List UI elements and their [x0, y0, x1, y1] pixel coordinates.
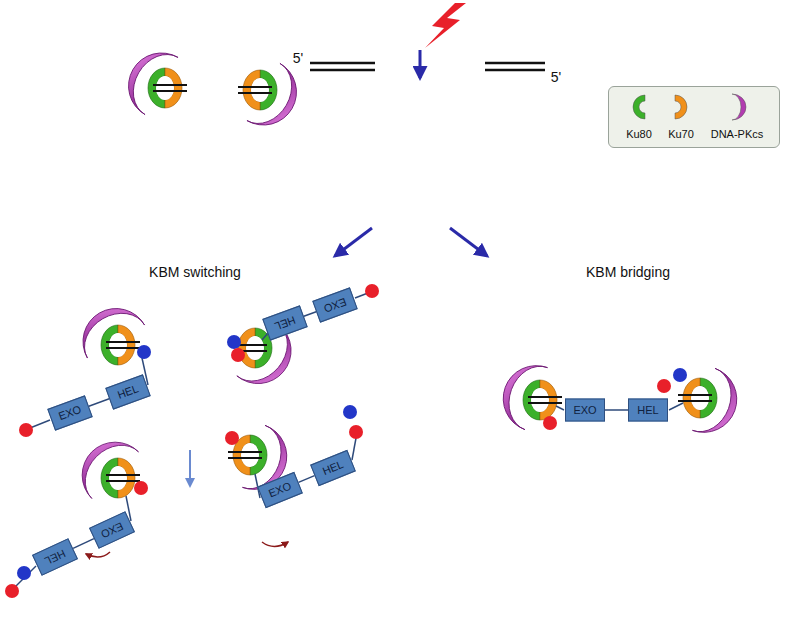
- ku-hole: [109, 333, 127, 357]
- rotation-arrow: [86, 552, 110, 557]
- flow-arrow: [450, 228, 487, 256]
- linker-line: [605, 409, 628, 411]
- domain-box: HEL: [310, 450, 356, 486]
- legend-swatch-shape: [666, 92, 696, 122]
- domain-label: HEL: [114, 381, 143, 402]
- dna-strand: [238, 92, 272, 94]
- linker-line: [89, 399, 109, 406]
- domain-box: EXO: [565, 399, 605, 422]
- ku-dnapk-complex: [71, 296, 145, 365]
- ku-dnapk-complex: [69, 429, 140, 499]
- domain-label: HEL: [271, 312, 300, 333]
- domain-box: HEL: [628, 399, 668, 422]
- flow-arrow: [189, 450, 191, 486]
- dna-strand: [153, 84, 187, 86]
- dna-end: [310, 63, 545, 70]
- domain-box: EXO: [257, 472, 303, 508]
- legend-swatch: [666, 92, 696, 122]
- dna-strand: [528, 396, 562, 398]
- ku-hole: [691, 386, 709, 410]
- domain-box: EXO: [312, 287, 357, 322]
- domain-label: EXO: [56, 402, 85, 423]
- ku-hole: [531, 388, 549, 412]
- dnapkcs-shape: [69, 429, 139, 499]
- domain-label: EXO: [97, 519, 126, 542]
- ku-hole: [109, 466, 127, 490]
- domain-box: HEL: [262, 305, 307, 340]
- panel-title: KBM switching: [149, 264, 241, 280]
- domain-label: EXO: [572, 404, 598, 417]
- domain-box: HEL: [105, 374, 150, 409]
- ku-dnapk-complex: [238, 63, 309, 137]
- domain-label: HEL: [319, 457, 348, 479]
- legend-text: DNA-PKcs: [711, 128, 764, 140]
- domain-box: HEL: [32, 538, 78, 576]
- domain-box: EXO: [47, 395, 92, 430]
- flow-arrow: [419, 50, 422, 78]
- dna-strand: [678, 400, 712, 402]
- tether: [14, 293, 683, 588]
- legend-swatch: [624, 92, 654, 122]
- dnapkcs-shape: [71, 296, 145, 358]
- ku-dnapk-complex: [116, 41, 187, 115]
- ku-hole: [156, 76, 174, 100]
- dna-strand: [238, 86, 272, 88]
- dna-strand: [106, 341, 140, 343]
- strand-end-label: 5': [551, 69, 561, 85]
- domain-label: EXO: [266, 479, 295, 501]
- legend-swatch-shape: [624, 92, 654, 122]
- linker-line: [298, 476, 314, 483]
- dna-strand: [528, 402, 562, 404]
- legend-text: Ku80: [626, 128, 652, 140]
- dna-strand: [678, 394, 712, 396]
- kbm-dot: [5, 284, 687, 598]
- dna-strand: [153, 90, 187, 92]
- legend-box: Ku80 Ku70 DNA-PKcs: [608, 86, 780, 148]
- ku-dnapk-complex: [678, 368, 746, 441]
- dna-strand: [106, 347, 140, 349]
- ku-hole: [246, 336, 264, 360]
- domain-label: HEL: [635, 404, 661, 417]
- panel-title: KBM bridging: [586, 264, 670, 280]
- dna-strand: [228, 457, 262, 459]
- legend-swatch-shape: [722, 92, 752, 122]
- ku-hole: [241, 443, 259, 467]
- flow-arrow: [335, 228, 372, 256]
- legend-text: Ku70: [668, 128, 694, 140]
- ku-dnapk-complex: [494, 356, 562, 429]
- ku-hole: [251, 78, 269, 102]
- linker-line: [73, 539, 94, 549]
- domain-box: EXO: [89, 511, 135, 549]
- linker-line: [304, 312, 316, 316]
- strand-end-label: 5': [293, 50, 303, 66]
- domain-label: HEL: [40, 546, 69, 569]
- dna-strand: [106, 474, 140, 476]
- rotation-arrow: [262, 542, 288, 547]
- damage-bolt: [425, 3, 466, 48]
- dna-strand: [228, 451, 262, 453]
- dna-strand: [106, 480, 140, 482]
- domain-label: EXO: [321, 294, 350, 315]
- legend-swatch: [722, 92, 752, 122]
